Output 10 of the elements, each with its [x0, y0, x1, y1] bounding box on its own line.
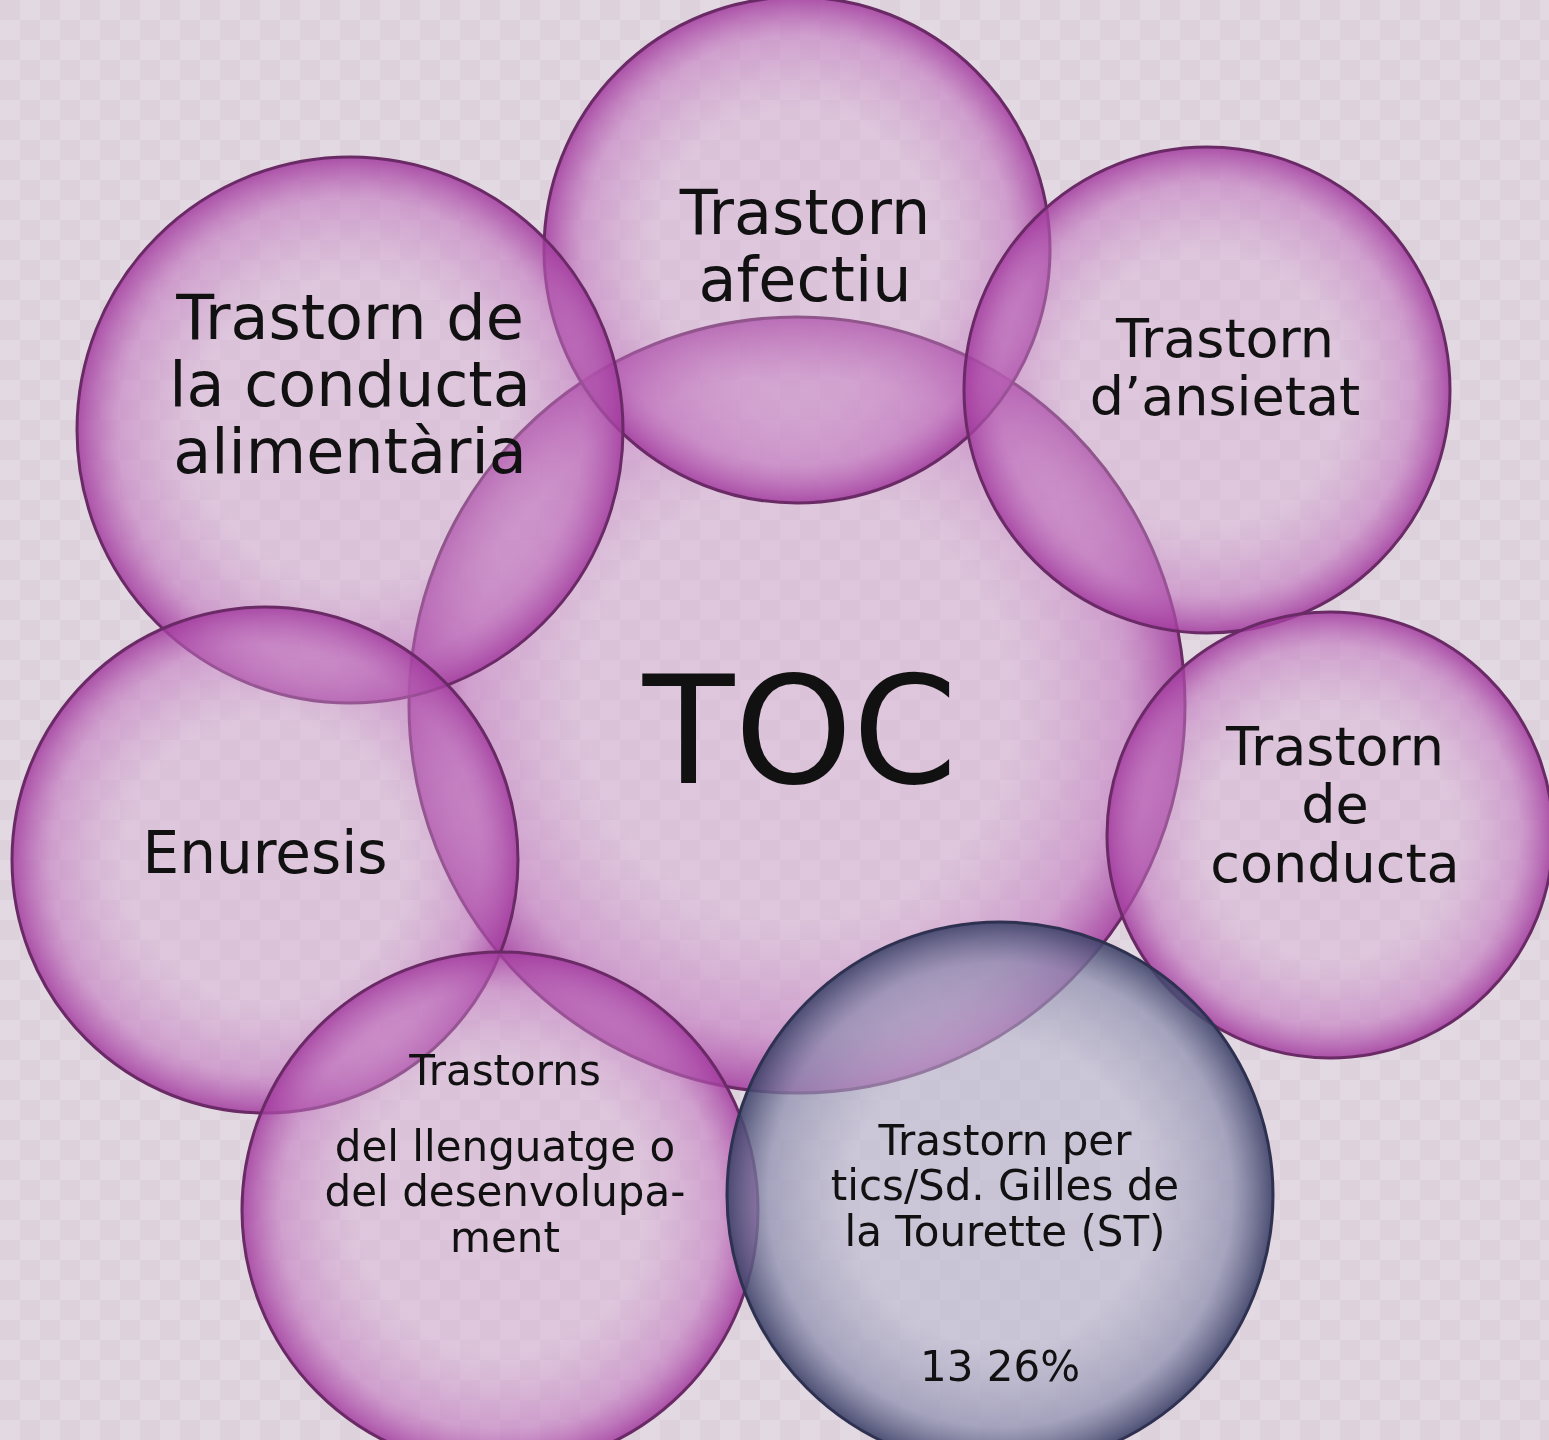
bubble-label: Enuresis — [141, 822, 389, 885]
bubble-label: Trastorn de la conducta alimentària — [168, 285, 532, 486]
bubble-label: Trastorns — [408, 1048, 602, 1094]
bubble-label: del llenguatge o del desenvolupa- ment — [323, 1124, 687, 1261]
bubble-label: Trastorn d’ansietat — [1088, 310, 1362, 427]
bubble-label: Trastorn de conducta — [1209, 718, 1461, 893]
bubble-label: Trastorn per tics/Sd. Gilles de la Tourette (ST) — [829, 1118, 1181, 1255]
bubble-label: 13 26% — [918, 1344, 1082, 1390]
bubble-label: TOC — [641, 650, 959, 812]
bubble-label: Trastorn afectiu — [678, 180, 932, 314]
